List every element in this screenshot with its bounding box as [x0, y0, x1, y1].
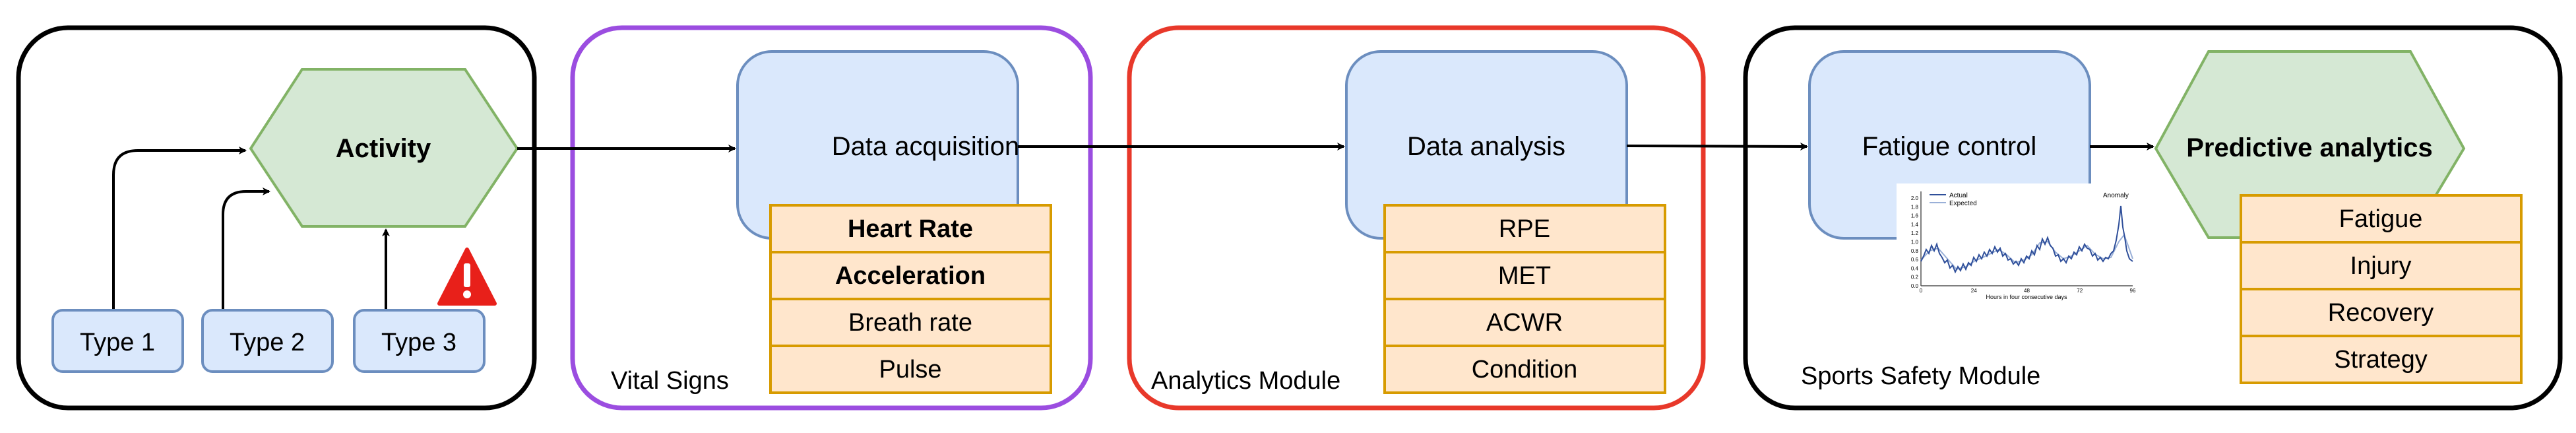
- vital-item-label: Acceleration: [835, 262, 986, 290]
- analytics-module-caption: Analytics Module: [1151, 367, 1340, 395]
- thumbnail-x-ticks: 0 24 48 72 96: [1920, 288, 2136, 294]
- fatigue-control-label: Fatigue control: [1862, 132, 2037, 161]
- thumbnail-y-tick: 1.6: [1911, 213, 1919, 219]
- analytics-item-label: ACWR: [1486, 309, 1563, 337]
- thumbnail-y-tick: 1.0: [1911, 240, 1919, 246]
- thumbnail-y-tick: 1.8: [1911, 204, 1919, 210]
- vital-item-label: Heart Rate: [848, 215, 973, 243]
- predictive-item-label: Fatigue: [2339, 205, 2423, 233]
- thumbnail-y-tick: 0.2: [1911, 275, 1919, 281]
- thumbnail-x-tick: 0: [1920, 288, 1923, 294]
- vital-item-acceleration: [769, 251, 1052, 300]
- vital-signs-table: Heart Rate Acceleration Breath rate Puls…: [769, 204, 1052, 394]
- thumbnail-y-tick: 1.4: [1911, 222, 1919, 228]
- type3-label: Type 3: [381, 329, 456, 356]
- predictive-item-label: Injury: [2350, 252, 2412, 280]
- data-acquisition-label: Data acquisition: [832, 132, 1020, 161]
- type1-label: Type 1: [80, 329, 155, 356]
- vital-item-breath-rate: [769, 298, 1052, 347]
- thumbnail-y-tick: 0.0: [1911, 283, 1919, 289]
- analytics-item-label: RPE: [1499, 215, 1550, 243]
- predictive-item-strategy: [2240, 335, 2523, 384]
- analytics-item-rpe: [1383, 204, 1666, 253]
- thumbnail-legend-actual: Actual: [1949, 192, 1968, 199]
- activity-hexagon: [249, 68, 519, 228]
- thumbnail-x-tick: 24: [1971, 288, 1977, 294]
- analytics-item-condition: [1383, 345, 1666, 394]
- analytics-item-met: [1383, 251, 1666, 300]
- thumbnail-x-tick: 96: [2130, 288, 2136, 294]
- predictive-table: Fatigue Injury Recovery Strategy: [2240, 194, 2523, 384]
- thumbnail-actual-series: [1920, 205, 2133, 274]
- type3-box: [353, 309, 486, 373]
- predictive-item-fatigue: [2240, 194, 2523, 244]
- thumbnail-y-tick: 0.4: [1911, 265, 1919, 271]
- vital-item-pulse: [769, 345, 1052, 394]
- analytics-item-label: Condition: [1472, 356, 1578, 383]
- predictive-item-label: Strategy: [2334, 346, 2428, 374]
- vital-item-heart-rate: [769, 204, 1052, 253]
- type2-label: Type 2: [230, 329, 305, 356]
- predictive-item-injury: [2240, 241, 2523, 290]
- thumbnail-y-tick: 0.8: [1911, 248, 1919, 254]
- thumbnail-x-tick: 72: [2077, 288, 2083, 294]
- thumbnail-y-ticks: 0.0 0.2 0.4 0.6 0.8 1.0 1.2 1.4 1.6 1.8 2.0: [1911, 195, 1919, 289]
- anomaly-chart-thumbnail: 0.0 0.2 0.4 0.6 0.8 1.0 1.2 1.4 1.6 1.8 2.0 0 24 48 7…: [1897, 183, 2136, 300]
- thumbnail-y-tick: 0.6: [1911, 257, 1919, 263]
- vital-item-label: Breath rate: [848, 309, 972, 337]
- type2-box: [201, 309, 334, 373]
- data-analysis-label: Data analysis: [1407, 132, 1565, 161]
- arrow-type1-to-activity: [112, 147, 247, 310]
- activity-label: Activity: [336, 134, 431, 163]
- vital-signs-caption: Vital Signs: [611, 367, 729, 395]
- thumbnail-xlabel: Hours in four consecutive days: [1986, 294, 2067, 300]
- predictive-item-label: Recovery: [2328, 299, 2434, 327]
- arrow-type2-to-activity: [222, 187, 270, 310]
- thumbnail-annotation: Anomaly: [2103, 192, 2129, 199]
- sports-safety-caption: Sports Safety Module: [1801, 362, 2040, 390]
- type1-box: [51, 309, 184, 373]
- thumbnail-y-tick: 2.0: [1911, 195, 1919, 201]
- thumbnail-y-tick: 1.2: [1911, 230, 1919, 236]
- vital-item-label: Pulse: [879, 356, 941, 383]
- analytics-item-label: MET: [1498, 262, 1551, 290]
- arrow-analysis-to-fatigue: [1626, 142, 1808, 150]
- predictive-analytics-label: Predictive analytics: [2186, 133, 2433, 162]
- thumbnail-x-tick: 48: [2024, 288, 2030, 294]
- thumbnail-legend-expected: Expected: [1949, 200, 1977, 207]
- predictive-item-recovery: [2240, 288, 2523, 337]
- exclamation-triangle-icon: [437, 248, 497, 306]
- analytics-table: RPE MET ACWR Condition: [1383, 204, 1666, 394]
- analytics-item-acwr: [1383, 298, 1666, 347]
